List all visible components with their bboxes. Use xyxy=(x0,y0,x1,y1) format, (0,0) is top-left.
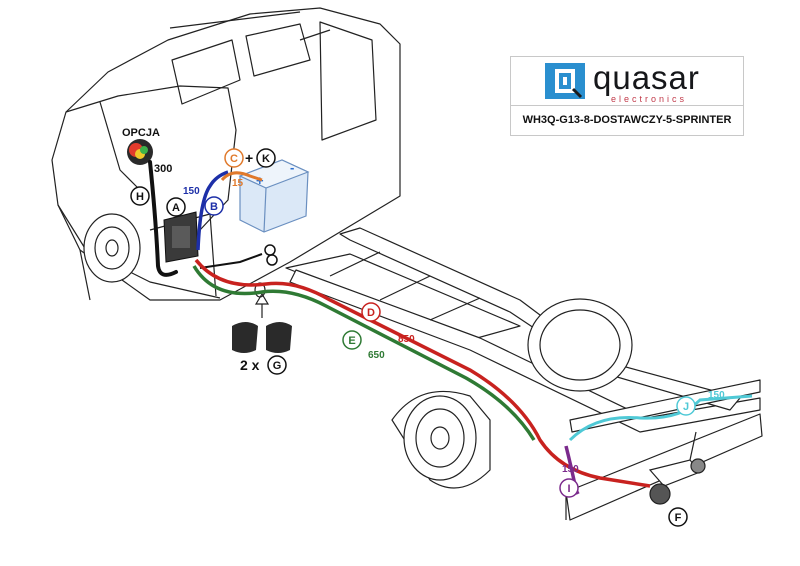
brand-divider xyxy=(511,105,743,106)
marker-d: D xyxy=(361,302,381,322)
label-length-150-i: 150 xyxy=(562,464,579,475)
grommets xyxy=(232,322,292,353)
marker-c: C xyxy=(224,148,244,168)
wire-blue-b xyxy=(196,170,229,251)
label-quantity: 2 x xyxy=(240,357,260,373)
wire-black-battery xyxy=(199,253,263,269)
brand-logo-icon xyxy=(545,63,585,99)
marker-f: F xyxy=(668,507,688,527)
label-option: OPCJA xyxy=(122,127,160,139)
svg-text:E: E xyxy=(348,335,355,347)
svg-text:G: G xyxy=(273,360,282,372)
svg-text:H: H xyxy=(136,191,144,203)
label-length-650: 650 xyxy=(368,350,385,361)
svg-text:-: - xyxy=(290,160,294,175)
label-plus: + xyxy=(245,150,253,166)
wire-orange-c xyxy=(220,171,263,182)
label-length-300: 300 xyxy=(154,163,172,175)
tow-hitch xyxy=(648,431,706,505)
ring-terminal-2 xyxy=(266,254,278,266)
model-code: WH3Q-G13-8-DOSTAWCZY-5-SPRINTER xyxy=(522,114,732,126)
svg-text:C: C xyxy=(230,153,238,165)
marker-i: I xyxy=(559,478,579,498)
label-length-150-j: 150 xyxy=(708,390,725,401)
svg-text:I: I xyxy=(567,483,570,495)
rear-wheel-right xyxy=(527,298,633,392)
brand-box: quasar electronics WH3Q-G13-8-DOSTAWCZY-… xyxy=(510,56,744,136)
wire-red-d xyxy=(194,258,651,488)
marker-b: B xyxy=(204,196,224,216)
svg-text:D: D xyxy=(367,307,375,319)
marker-k: K xyxy=(256,148,276,168)
front-wheel xyxy=(83,213,141,283)
svg-text:K: K xyxy=(262,153,270,165)
marker-g: G xyxy=(267,355,287,375)
marker-j: J xyxy=(676,396,696,416)
svg-text:J: J xyxy=(683,401,689,413)
svg-text:B: B xyxy=(210,201,218,213)
label-length-850: 850 xyxy=(398,334,415,345)
marker-e: E xyxy=(342,330,362,350)
indicator-light xyxy=(127,139,153,165)
label-length-150-b: 150 xyxy=(183,186,200,197)
arrow-to-frame xyxy=(254,282,270,318)
svg-text:F: F xyxy=(675,512,682,524)
wire-green-e xyxy=(192,265,536,441)
svg-text:A: A xyxy=(172,202,180,214)
brand-name: quasar xyxy=(593,59,700,96)
rear-wheel-left xyxy=(391,390,491,489)
label-length-15: 15 xyxy=(232,178,244,189)
brand-tagline: electronics xyxy=(611,94,688,104)
wire-black-h xyxy=(148,160,178,277)
module-a xyxy=(163,211,199,263)
marker-a: A xyxy=(166,197,186,217)
marker-h: H xyxy=(130,186,150,206)
